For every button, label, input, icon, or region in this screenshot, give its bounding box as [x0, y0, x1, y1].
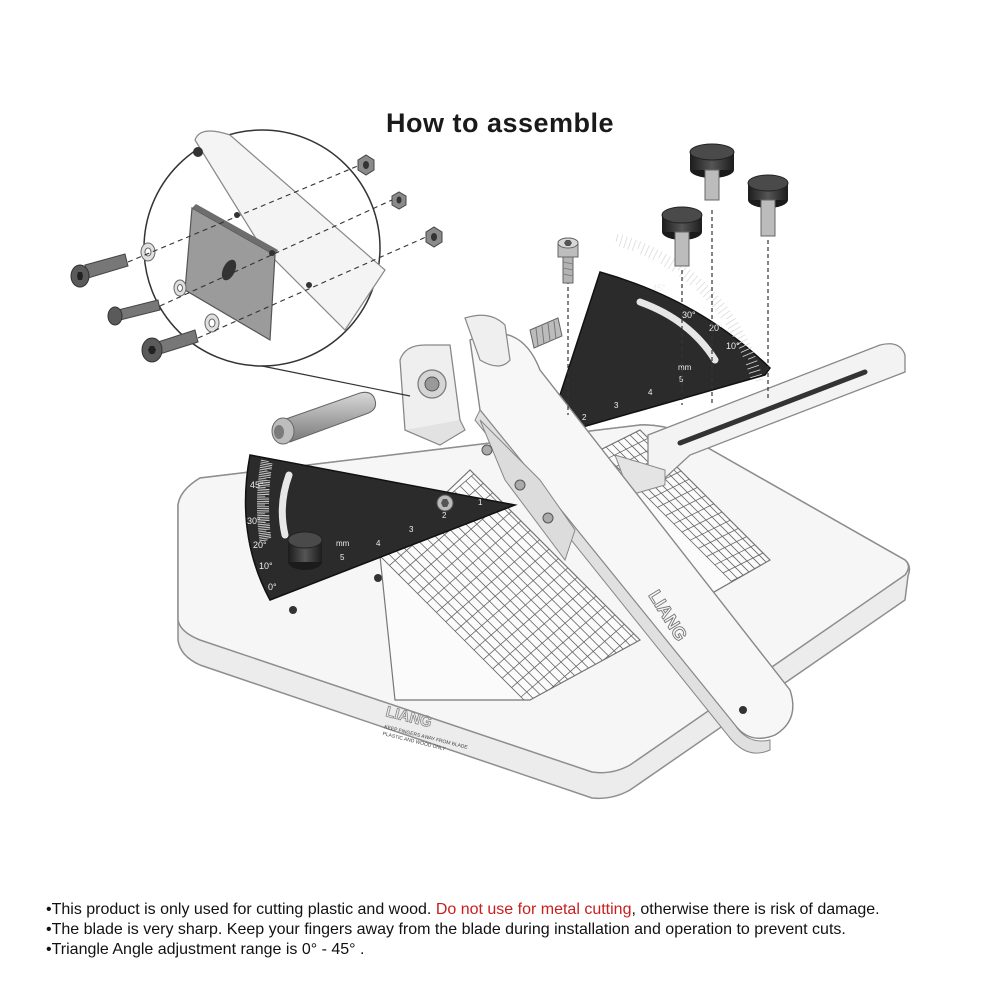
left-scale-label: 4	[376, 539, 381, 548]
socket-screw-2	[107, 299, 161, 326]
hex-bolt	[557, 237, 579, 284]
left-angle-slot	[278, 471, 293, 539]
left-angle-label: 10°	[259, 561, 273, 571]
blade-arm: LIANG	[464, 314, 794, 754]
right-angle-label: 10°	[726, 341, 740, 351]
notes-list: •This product is only used for cutting p…	[46, 900, 976, 960]
thumb-knob-1	[689, 143, 735, 201]
detail-magnifier	[70, 129, 443, 397]
hex-nut-2	[391, 191, 407, 210]
right-scale-unit: mm	[678, 363, 692, 372]
note-item: •This product is only used for cutting p…	[46, 900, 976, 920]
right-scale-label: 5	[679, 375, 684, 384]
assembly-guide-lines	[567, 210, 769, 415]
hex-nut-3	[425, 226, 443, 248]
left-scale-label: 5	[340, 553, 345, 562]
note-item: •The blade is very sharp. Keep your fing…	[46, 920, 976, 940]
note-item: •Triangle Angle adjustment range is 0° -…	[46, 940, 976, 960]
bullet: •	[46, 941, 52, 958]
right-angle-label: 30°	[682, 310, 696, 320]
right-angle-label: 20°	[709, 323, 723, 333]
socket-screw-1	[70, 253, 129, 288]
right-scale-label: 4	[648, 388, 653, 397]
side-screw	[529, 317, 563, 349]
left-scale-label: 1	[478, 498, 483, 507]
magnifier-leader-line	[261, 365, 411, 397]
left-angle-label: 0°	[268, 582, 277, 592]
right-scale-label: 2	[582, 413, 587, 422]
note-text: Triangle Angle adjustment range is 0° - …	[51, 941, 365, 958]
right-scale-label: 3	[614, 401, 619, 410]
mount-hole	[374, 574, 382, 582]
hinge-block	[399, 344, 466, 446]
page-title: How to assemble	[385, 108, 615, 138]
left-scale-label: 3	[409, 525, 414, 534]
right-angle-slot	[636, 298, 719, 364]
note-text: , otherwise there is risk of damage.	[631, 901, 880, 918]
thumb-knob-3	[661, 206, 703, 267]
left-angle-label: 30°	[247, 516, 261, 526]
left-angle-label: 45°	[250, 480, 264, 490]
right-angle-label: 45°	[652, 283, 666, 293]
right-protractor: 45° 30° 20° 10° mm 5 4 3 2	[559, 233, 771, 433]
hinge-pin	[271, 391, 377, 445]
thumb-knob-2	[747, 174, 789, 237]
left-scale-label: 2	[442, 511, 447, 520]
hex-nut-1	[357, 154, 375, 176]
left-scale-unit: mm	[336, 539, 350, 548]
left-thumb-knob	[287, 531, 323, 570]
mount-hole	[289, 606, 297, 614]
left-angle-label: 20°	[253, 540, 267, 550]
note-text: The blade is very sharp. Keep your finge…	[51, 921, 846, 938]
warning-text: Do not use for metal cutting	[435, 901, 632, 918]
socket-screw-3	[141, 329, 199, 363]
left-protractor: 45° 30° 20° 10° 0° mm 5 4 3 2 1	[244, 454, 518, 601]
bullet: •	[46, 901, 52, 918]
note-text: This product is only used for cutting pl…	[51, 901, 436, 918]
bullet: •	[46, 921, 52, 938]
